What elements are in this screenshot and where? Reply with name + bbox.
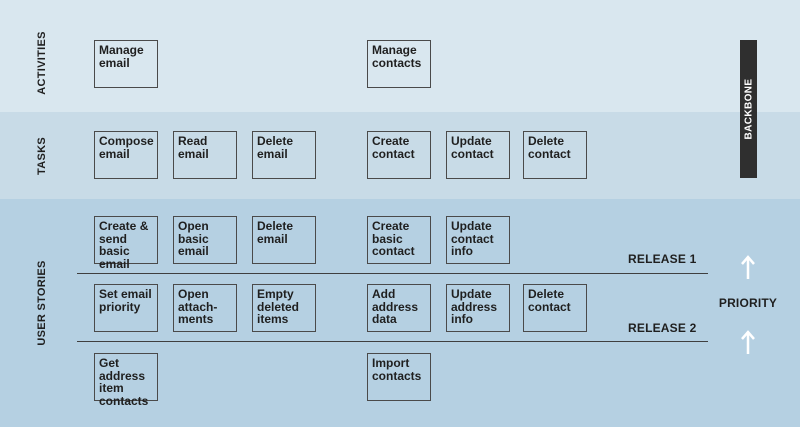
story-card-add-address-data[interactable]: Add address data bbox=[367, 284, 431, 332]
story-card-delete-email[interactable]: Delete email bbox=[252, 216, 316, 264]
story-card-create-send-basic-email[interactable]: Create & send basic email bbox=[94, 216, 158, 270]
arrow-up-icon bbox=[741, 255, 755, 279]
row-label-user-stories: USER STORIES bbox=[36, 260, 48, 346]
release-1-divider bbox=[77, 273, 708, 274]
release-2-label: RELEASE 2 bbox=[628, 321, 697, 335]
row-label-tasks: TASKS bbox=[36, 137, 48, 175]
story-card-empty-deleted-items[interactable]: Empty deleted items bbox=[252, 284, 316, 332]
task-card-read-email[interactable]: Read email bbox=[173, 131, 237, 179]
story-card-open-attachments[interactable]: Open attach- ments bbox=[173, 284, 237, 332]
activity-card-manage-contacts[interactable]: Manage contacts bbox=[367, 40, 431, 88]
release-1-label: RELEASE 1 bbox=[628, 252, 697, 266]
arrow-up-icon bbox=[741, 330, 755, 354]
story-card-update-address-info[interactable]: Update address info bbox=[446, 284, 510, 332]
release-2-divider bbox=[77, 341, 708, 342]
task-card-create-contact[interactable]: Create contact bbox=[367, 131, 431, 179]
task-card-compose-email[interactable]: Compose email bbox=[94, 131, 158, 179]
backbone-bar: BACKBONE bbox=[740, 40, 757, 178]
story-card-create-basic-contact[interactable]: Create basic contact bbox=[367, 216, 431, 264]
priority-label: PRIORITY bbox=[718, 296, 778, 310]
task-card-delete-contact[interactable]: Delete contact bbox=[523, 131, 587, 179]
story-card-update-contact-info[interactable]: Update contact info bbox=[446, 216, 510, 264]
task-card-delete-email[interactable]: Delete email bbox=[252, 131, 316, 179]
activity-card-manage-email[interactable]: Manage email bbox=[94, 40, 158, 88]
story-card-delete-contact[interactable]: Delete contact bbox=[523, 284, 587, 332]
task-card-update-contact[interactable]: Update contact bbox=[446, 131, 510, 179]
backbone-label: BACKBONE bbox=[743, 78, 754, 140]
story-card-get-address-item-contacts[interactable]: Get address item contacts bbox=[94, 353, 158, 407]
story-card-open-basic-email[interactable]: Open basic email bbox=[173, 216, 237, 264]
story-card-set-email-priority[interactable]: Set email priority bbox=[94, 284, 158, 332]
tasks-band bbox=[0, 112, 800, 199]
activities-band bbox=[0, 0, 800, 112]
row-label-activities: ACTIVITIES bbox=[36, 31, 48, 95]
story-card-import-contacts[interactable]: Import contacts bbox=[367, 353, 431, 401]
user-stories-band bbox=[0, 199, 800, 427]
